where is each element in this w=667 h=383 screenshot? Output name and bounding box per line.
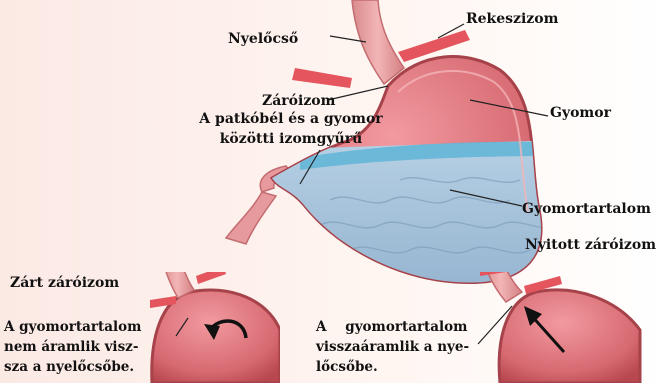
label-sphincter-desc-2: közötti izomgyűrű	[184, 130, 398, 149]
open-caption-2: visszaáramlik a nye-	[316, 338, 469, 357]
label-stomach: Gyomor	[550, 104, 611, 123]
closed-caption-3: sza a nyelőcsőbe.	[4, 358, 134, 377]
label-esophagus: Nyelőcső	[228, 30, 298, 49]
label-open-sphincter: Nyitott záróizom	[525, 236, 656, 255]
label-closed-sphincter: Zárt záróizom	[10, 274, 119, 293]
label-diaphragm: Rekeszizom	[466, 10, 558, 29]
open-caption-3: lőcsőbe.	[316, 358, 378, 377]
label-sphincter: Záróizom	[262, 92, 335, 111]
label-contents: Gyomortartalom	[522, 200, 651, 219]
closed-caption-1: A gyomortartalom	[4, 318, 141, 337]
closed-caption-2: nem áramlik visz-	[4, 338, 138, 357]
label-sphincter-desc-1: A patkóbél és a gyomor	[184, 110, 398, 129]
open-caption-1: A gyomortartalom	[316, 318, 467, 337]
